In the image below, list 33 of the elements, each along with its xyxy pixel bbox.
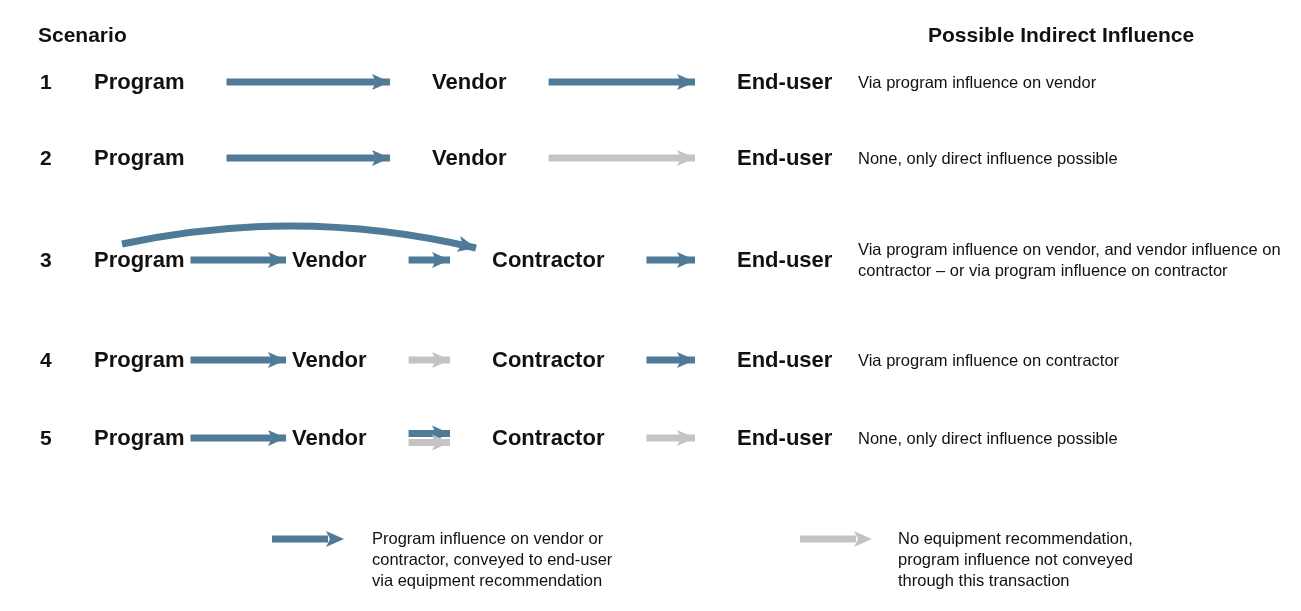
node-label: Vendor — [290, 346, 369, 374]
node-label: Vendor — [290, 246, 369, 274]
node-label: Contractor — [490, 346, 607, 374]
scenario-number: 2 — [40, 145, 52, 171]
node-label: End-user — [735, 424, 835, 452]
node-label: End-user — [735, 68, 835, 96]
scenario-number: 5 — [40, 425, 52, 451]
influence-description: Via program influence on vendor, and vendor influence on contractor – or via program influence on contractor — [858, 239, 1282, 281]
node-label: Vendor — [290, 424, 369, 452]
node-label: Program — [92, 424, 187, 452]
node-label: Program — [92, 68, 187, 96]
influence-description: Via program influence on vendor — [858, 71, 1098, 93]
node-label: Program — [92, 246, 187, 274]
node-label: End-user — [735, 144, 835, 172]
legend-text: No equipment recommendation, program influence not conveyed through this transaction — [898, 528, 1134, 591]
node-label: End-user — [735, 346, 835, 374]
influence-description: None, only direct influence possible — [858, 147, 1119, 169]
node-label: Contractor — [490, 246, 607, 274]
influence-description: None, only direct influence possible — [858, 427, 1119, 449]
scenario-number: 1 — [40, 69, 52, 95]
node-label: Vendor — [430, 144, 509, 172]
influence-arrow — [121, 222, 477, 252]
column-header: Possible Indirect Influence — [928, 22, 1195, 48]
influence-description: Via program influence on contractor — [858, 349, 1121, 371]
node-label: Program — [92, 144, 187, 172]
legend-text: Program influence on vendor or contractor, conveyed to end-user via equipment recommendation — [372, 528, 614, 591]
column-header: Scenario — [38, 22, 127, 48]
node-label: Vendor — [430, 68, 509, 96]
scenario-number: 3 — [40, 247, 52, 273]
scenario-number: 4 — [40, 347, 52, 373]
node-label: End-user — [735, 246, 835, 274]
node-label: Contractor — [490, 424, 607, 452]
node-label: Program — [92, 346, 187, 374]
